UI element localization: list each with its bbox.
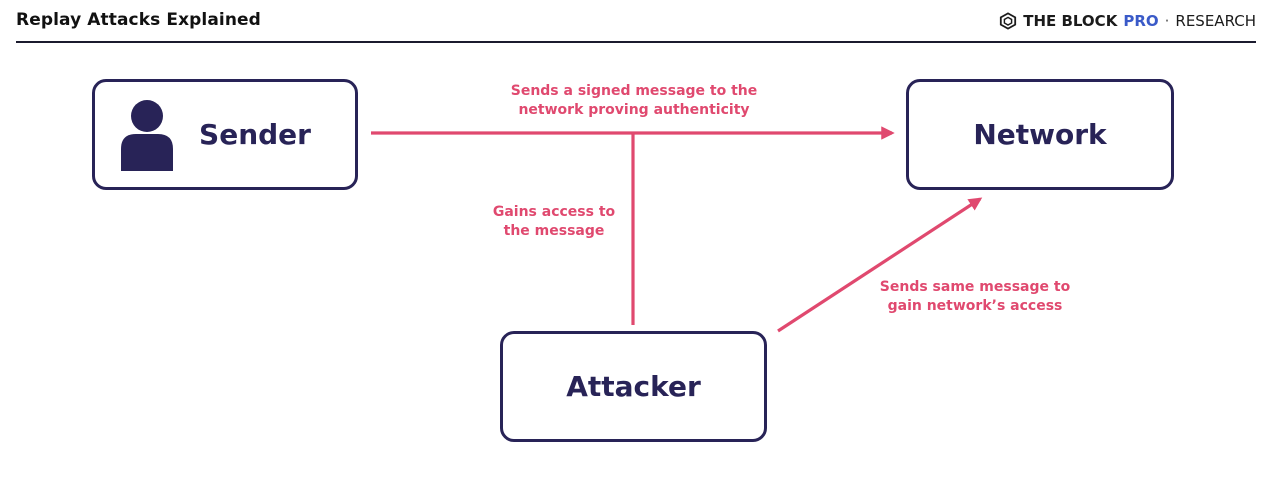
attacker-node: Attacker [500,331,767,442]
header-divider [16,41,1256,43]
person-icon [121,100,173,171]
sender-label: Sender [199,118,311,151]
brand-logo: THE BLOCK PRO · RESEARCH [999,10,1256,32]
edge-label-same-message: Sends same message to gain network’s acc… [879,279,1071,314]
brand-separator: · [1164,12,1170,30]
network-node: Network [906,79,1174,190]
brand-name: THE BLOCK [1023,12,1118,30]
brand-research: RESEARCH [1175,12,1256,30]
edge-label-gains-access: Gains access to the message [492,204,616,239]
page-title: Replay Attacks Explained [16,10,261,30]
brand-pro: PRO [1123,12,1159,30]
network-label: Network [973,118,1107,151]
attacker-label: Attacker [566,370,701,403]
edge-label-signed-message: Sends a signed message to the network pr… [510,83,758,118]
block-cube-icon [1000,12,1017,30]
sender-node: Sender [92,79,358,190]
arrow-attacker-to-network [777,197,983,333]
